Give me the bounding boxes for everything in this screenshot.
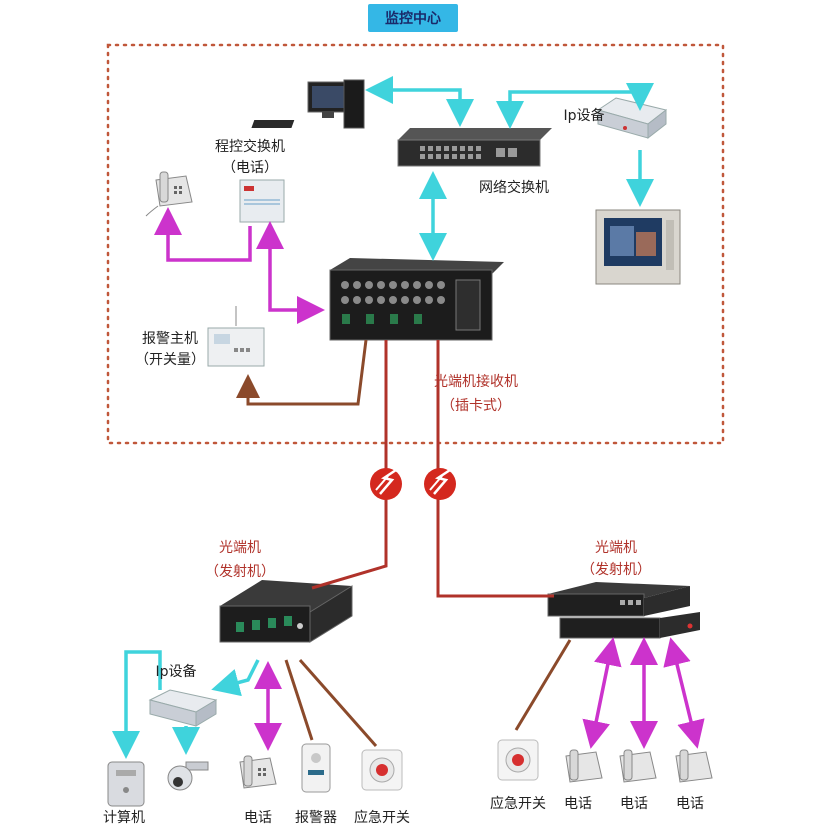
ip-device-bottom-icon <box>148 689 218 727</box>
fiber-left <box>311 340 388 590</box>
phone-r3-label: 电话 <box>676 796 704 812</box>
crt-monitor-icon <box>595 209 681 285</box>
phone-left-label: 电话 <box>244 810 272 826</box>
link-tx-phone-r3 <box>663 637 705 749</box>
right-transmitter-label: 光端机 <box>595 540 637 556</box>
fiber-links <box>311 340 554 598</box>
telephone-pbx-icon <box>145 171 193 217</box>
right-transmitter-icon <box>547 582 700 639</box>
fiber-symbol-right-icon <box>424 468 456 500</box>
link-tx-emergency-right <box>514 639 572 731</box>
optical-receiver-chassis-icon <box>329 258 504 341</box>
alarm-host-icon <box>207 306 265 367</box>
alarm-label: 报警器 <box>295 810 337 826</box>
network-links <box>112 76 654 759</box>
link-tx-phone-r1 <box>582 637 622 749</box>
link-switch-ipdevice <box>496 83 654 129</box>
ip-device-top-icon <box>596 97 668 140</box>
left-transmitter-sublabel: （发射机） <box>205 564 275 580</box>
switch-links <box>236 339 572 747</box>
pbx-label: 程控交换机 <box>215 138 285 155</box>
emergency-switch-left-icon <box>361 749 403 791</box>
left-transmitter-label: 光端机 <box>219 540 261 556</box>
receiver-sublabel: （插卡式） <box>441 398 511 414</box>
phone-r2-label: 电话 <box>620 796 648 812</box>
left-transmitter-icon <box>219 580 353 643</box>
link-receiver-alarmhost <box>236 339 368 406</box>
pbx-icon <box>239 179 285 223</box>
link-pc-switch <box>365 76 474 127</box>
alarm-host-label: 报警主机 <box>142 331 198 347</box>
ip-device-bottom-label: Ip设备 <box>155 663 196 680</box>
emergency-right-label: 应急开关 <box>490 795 546 812</box>
link-receiver-pbx <box>256 221 325 324</box>
alarm-detector-icon <box>301 743 331 793</box>
link-ipdevice-computer <box>112 650 162 759</box>
receiver-label: 光端机接收机 <box>434 373 518 390</box>
emergency-left-label: 应急开关 <box>354 809 410 826</box>
telephone-right-3-icon <box>675 749 713 783</box>
phone-links <box>154 207 705 751</box>
computer-icon <box>107 761 145 807</box>
ip-device-top-label: Ip设备 <box>563 107 604 124</box>
computer-label: 计算机 <box>103 810 145 826</box>
network-switch-label: 网络交换机 <box>479 179 549 196</box>
monitoring-center-boundary <box>106 43 725 445</box>
phone-r1-label: 电话 <box>564 796 592 812</box>
telephone-left-icon <box>239 755 277 789</box>
pbx-sublabel: （电话） <box>222 160 278 176</box>
fiber-right <box>436 340 554 598</box>
link-tx-ipdevice <box>211 659 260 697</box>
link-tx-alarm <box>284 659 314 741</box>
monitoring-center-title: 监控中心 <box>368 4 458 32</box>
alarm-host-sublabel: （开关量） <box>135 352 205 368</box>
desktop-computer-icon <box>251 79 365 129</box>
link-pbx-phone <box>154 207 252 262</box>
telephone-right-1-icon <box>565 749 603 783</box>
network-switch-icon <box>397 128 552 167</box>
emergency-switch-right-icon <box>497 739 539 781</box>
telephone-right-2-icon <box>619 749 657 783</box>
ptz-camera-icon <box>167 761 209 791</box>
link-tx-emergency-left <box>298 659 378 747</box>
right-transmitter-sublabel: （发射机） <box>581 562 651 578</box>
fiber-symbol-left-icon <box>370 468 402 500</box>
